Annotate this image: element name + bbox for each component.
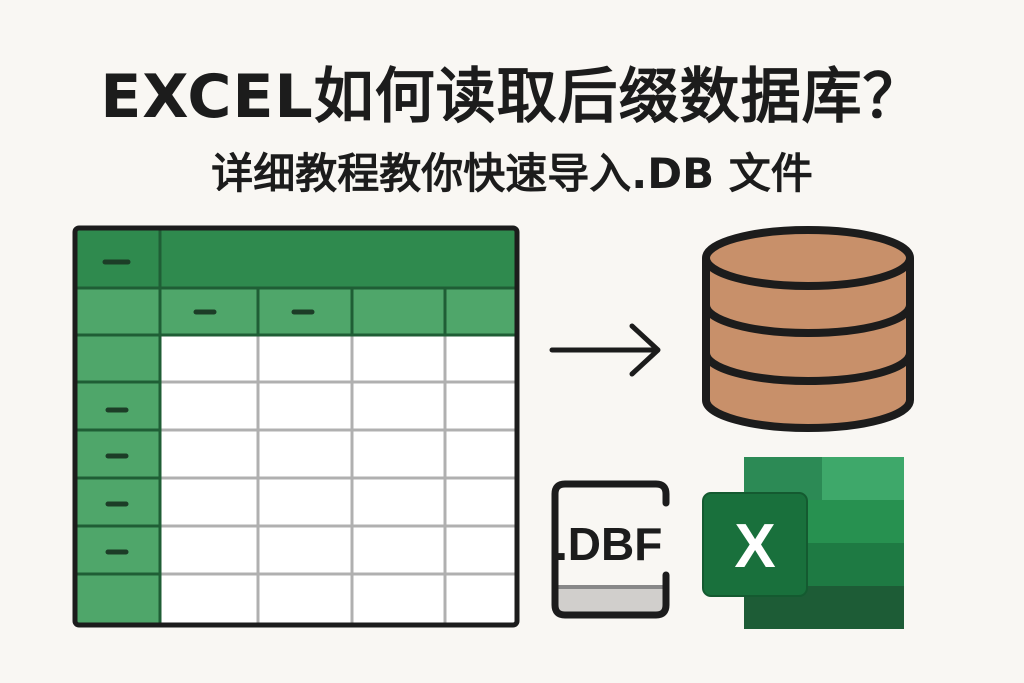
page-title: EXCEL如何读取后缀数据库？ <box>100 62 924 132</box>
page-subtitle: 详细教程教你快速导入.DB 文件 <box>211 149 813 198</box>
spreadsheet-icon <box>72 225 520 628</box>
arrow-right-icon <box>549 323 661 377</box>
database-icon <box>702 226 914 432</box>
dbf-label: .DBF <box>555 518 662 570</box>
excel-x-letter: X <box>734 512 775 581</box>
excel-logo-icon: X <box>702 457 904 629</box>
dbf-file-icon: .DBF <box>551 480 670 619</box>
